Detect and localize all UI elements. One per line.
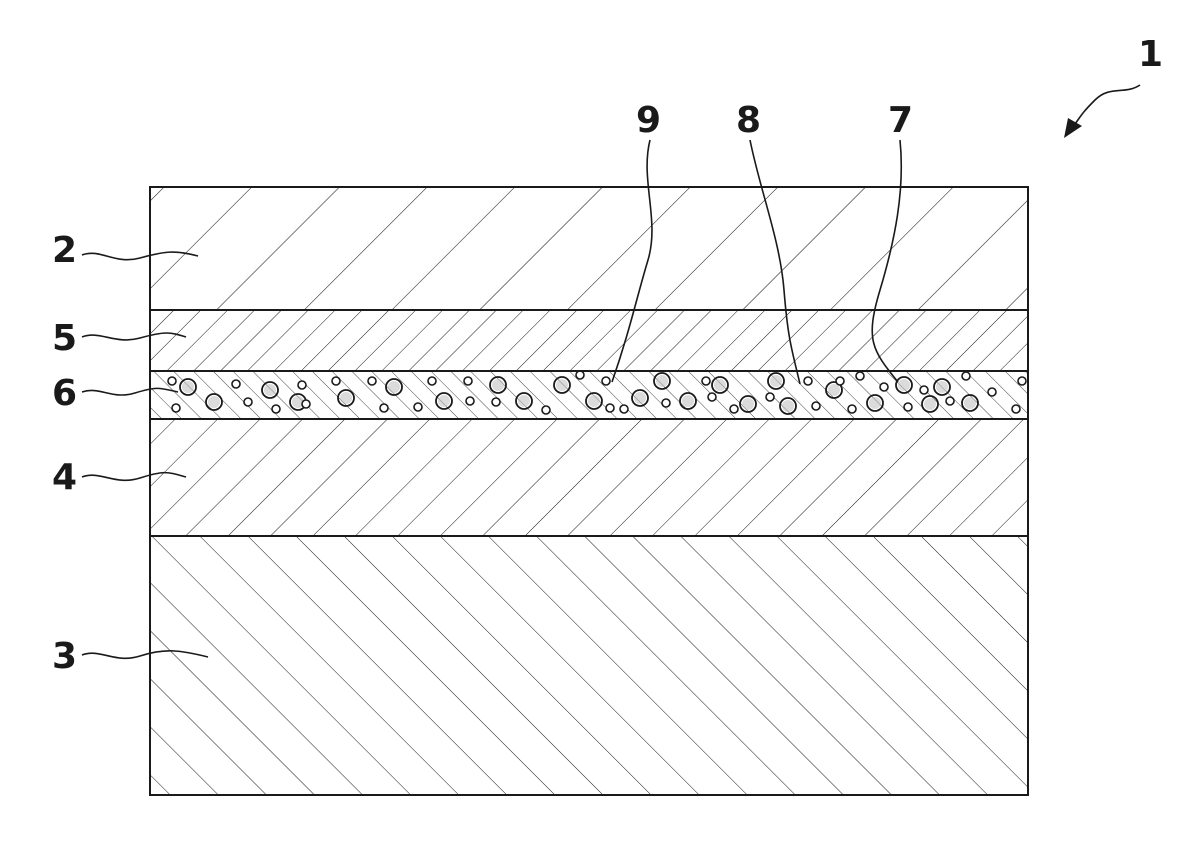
label-layer-upper-mid: 5: [52, 318, 77, 359]
small-particle: [232, 380, 240, 388]
small-particle: [708, 393, 716, 401]
layer-3-bottom: [150, 536, 1028, 795]
large-particle-core: [828, 384, 840, 396]
small-particle: [946, 397, 954, 405]
small-particle: [606, 404, 614, 412]
large-particle-core: [869, 397, 881, 409]
small-particle: [920, 386, 928, 394]
small-particle: [492, 398, 500, 406]
large-particle-core: [714, 379, 726, 391]
small-particle: [272, 405, 280, 413]
small-particle: [368, 377, 376, 385]
label-matrix: 8: [736, 100, 761, 141]
large-particle-core: [782, 400, 794, 412]
large-particle-core: [518, 395, 530, 407]
label-layer-lower-mid: 4: [52, 457, 77, 498]
small-particle: [856, 372, 864, 380]
layer-5: [150, 310, 1028, 371]
small-particle: [848, 405, 856, 413]
label-layer-particles: 6: [52, 373, 77, 414]
small-particle: [766, 393, 774, 401]
small-particle: [730, 405, 738, 413]
large-particle-core: [182, 381, 194, 393]
small-particle: [804, 377, 812, 385]
large-particle-core: [388, 381, 400, 393]
small-particle: [244, 398, 252, 406]
small-particle: [602, 377, 610, 385]
small-particle: [332, 377, 340, 385]
layer-4: [150, 419, 1028, 536]
large-particle-core: [742, 398, 754, 410]
label-particle-large: 7: [888, 100, 913, 141]
large-particle-core: [264, 384, 276, 396]
small-particle: [380, 404, 388, 412]
large-particle-core: [656, 375, 668, 387]
arrowhead-1: [1064, 118, 1082, 138]
large-particle-core: [340, 392, 352, 404]
large-particle-core: [492, 379, 504, 391]
large-particle-core: [936, 381, 948, 393]
small-particle: [466, 397, 474, 405]
large-particle-core: [964, 397, 976, 409]
small-particle: [414, 403, 422, 411]
small-particle: [302, 400, 310, 408]
large-particle-core: [438, 395, 450, 407]
small-particle: [880, 383, 888, 391]
small-particle: [428, 377, 436, 385]
large-particle-core: [898, 379, 910, 391]
large-particle-core: [924, 398, 936, 410]
small-particle: [662, 399, 670, 407]
small-particle: [1018, 377, 1026, 385]
small-particle: [702, 377, 710, 385]
large-particle-core: [682, 395, 694, 407]
small-particle: [464, 377, 472, 385]
small-particle: [962, 372, 970, 380]
layer-2-top: [150, 187, 1028, 310]
small-particle: [542, 406, 550, 414]
large-particle-core: [588, 395, 600, 407]
small-particle: [298, 381, 306, 389]
label-particle-small: 9: [636, 100, 661, 141]
small-particle: [904, 403, 912, 411]
small-particle: [988, 388, 996, 396]
small-particle: [836, 377, 844, 385]
label-layer-bottom: 3: [52, 636, 77, 677]
leader-1: [1072, 85, 1140, 128]
small-particle: [576, 371, 584, 379]
large-particle-core: [556, 379, 568, 391]
large-particle-core: [770, 375, 782, 387]
small-particle: [1012, 405, 1020, 413]
label-assembly: 1: [1138, 34, 1163, 75]
small-particle: [620, 405, 628, 413]
large-particle-core: [634, 392, 646, 404]
large-particle-core: [208, 396, 220, 408]
label-layer-top: 2: [52, 230, 77, 271]
small-particle: [172, 404, 180, 412]
small-particle: [168, 377, 176, 385]
small-particle: [812, 402, 820, 410]
